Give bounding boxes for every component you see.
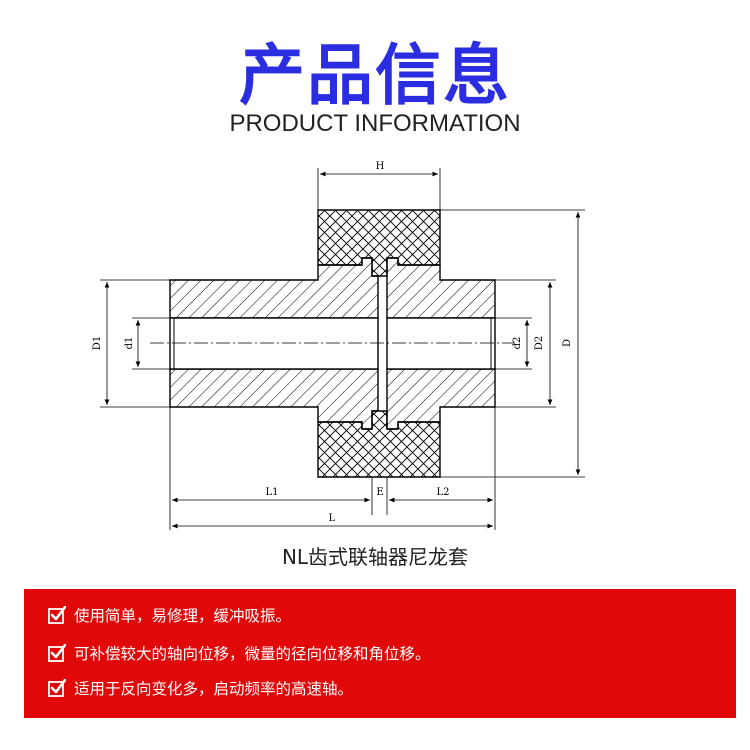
- checkbox-checked-icon: [48, 679, 66, 697]
- feature-item: 可补偿较大的轴向位移，微量的径向位移和角位移。: [48, 642, 431, 664]
- dimension-label-h: H: [376, 161, 385, 172]
- dimension-label-l1: L1: [265, 487, 278, 498]
- dimension-h: [317, 168, 441, 210]
- coupling-technical-drawing: H D D2 d2 D1 d1 L1: [92, 161, 585, 530]
- feature-text: 使用简单，易修理，缓冲吸振。: [74, 607, 292, 625]
- page-title: 产品信息: [239, 37, 511, 114]
- feature-item: 适用于反向变化多，启动频率的高速轴。: [48, 677, 353, 699]
- page-subtitle: PRODUCT INFORMATION: [229, 110, 521, 137]
- right-hub: [386, 257, 496, 430]
- feature-text: 适用于反向变化多，启动频率的高速轴。: [74, 680, 354, 698]
- checkbox-checked-icon: [48, 606, 66, 624]
- checkbox-checked-icon: [48, 644, 66, 662]
- dimension-label-d2-bore: d2: [512, 337, 523, 350]
- dimension-d1-outer: [100, 279, 170, 408]
- feature-panel: 使用简单，易修理，缓冲吸振。 可补偿较大的轴向位移，微量的径向位移和角位移。 适…: [24, 589, 736, 718]
- dimension-d2-bore: [495, 317, 532, 370]
- left-hub: [169, 257, 379, 430]
- dimension-label-d2: D2: [534, 336, 545, 350]
- product-caption: NL齿式联轴器尼龙套: [281, 545, 469, 569]
- dimension-d: [440, 209, 585, 478]
- feature-item: 使用简单，易修理，缓冲吸振。: [48, 604, 291, 626]
- dimension-label-l: L: [329, 513, 336, 524]
- dimension-label-l2: L2: [436, 487, 449, 498]
- dimension-d1-bore: [132, 317, 170, 370]
- dimension-d2: [495, 279, 556, 408]
- dimension-lengths: [169, 407, 496, 530]
- feature-text: 可补偿较大的轴向位移，微量的径向位移和角位移。: [74, 645, 431, 663]
- dimension-label-D1: D1: [92, 336, 103, 350]
- dimension-label-e: E: [376, 487, 383, 498]
- dimension-label-d: D: [562, 339, 573, 347]
- dimension-label-d1: d1: [124, 337, 135, 350]
